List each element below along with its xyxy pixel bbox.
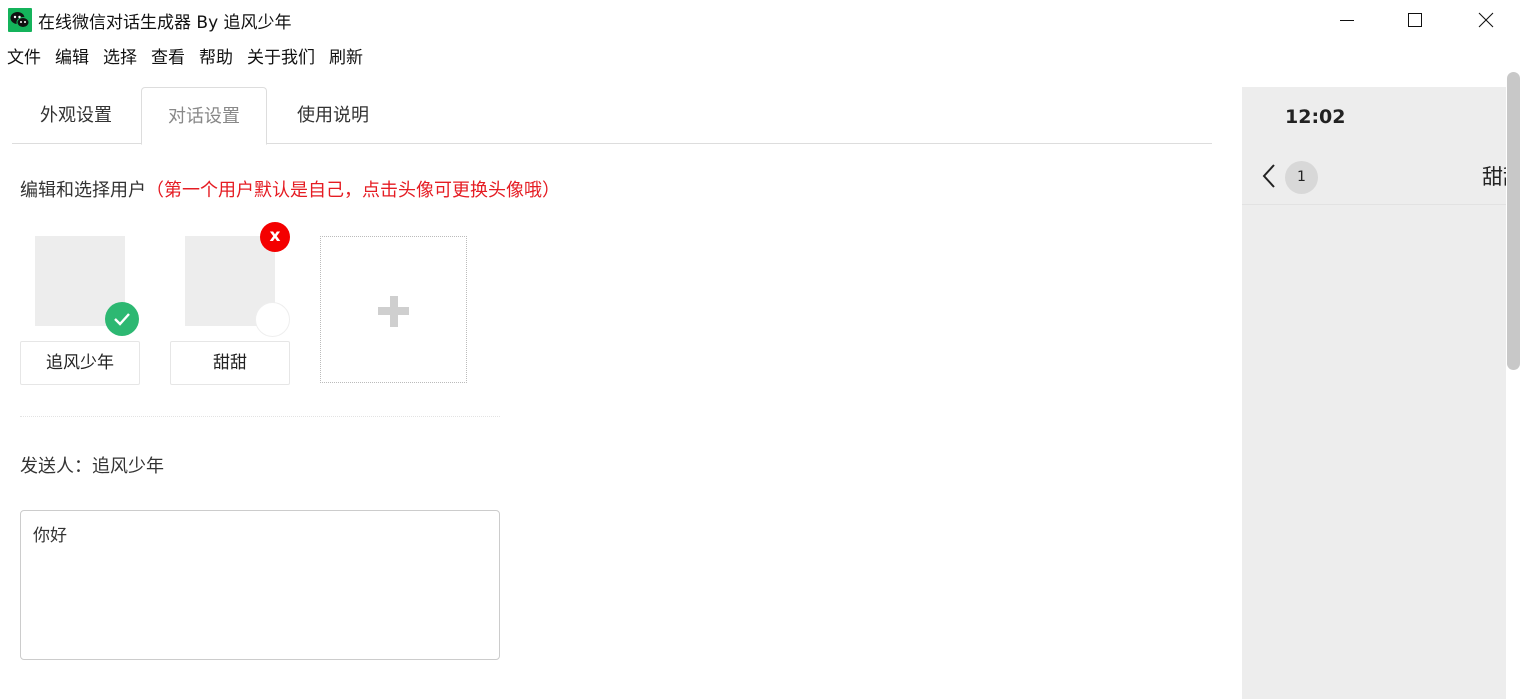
tab-dialog-settings[interactable]: 对话设置: [141, 87, 267, 145]
divider: [20, 416, 500, 417]
menu-edit[interactable]: 编辑: [55, 48, 89, 68]
tab-bar: 外观设置 对话设置 使用说明: [12, 86, 1212, 145]
sender-prefix: 发送人：: [20, 456, 92, 477]
minimize-icon: [1340, 20, 1354, 21]
tab-instructions[interactable]: 使用说明: [297, 105, 369, 126]
users-section-hint: （第一个用户默认是自己，点击头像可更换头像哦）: [146, 180, 560, 201]
chat-preview: 12:02 1 甜甜: [1242, 87, 1506, 699]
select-user-radio[interactable]: [255, 302, 290, 337]
close-icon: [1478, 12, 1494, 28]
back-chevron-icon[interactable]: [1262, 163, 1276, 189]
tab-appearance-settings[interactable]: 外观设置: [40, 105, 112, 126]
unread-count-badge: 1: [1285, 161, 1318, 194]
plus-icon: [390, 296, 398, 327]
menu-bar: 文件 编辑 选择 查看 帮助 关于我们 刷新: [0, 44, 370, 72]
maximize-icon: [1408, 13, 1422, 27]
sender-name: 追风少年: [92, 456, 164, 477]
wechat-icon: [8, 8, 32, 32]
menu-help[interactable]: 帮助: [199, 48, 233, 68]
user-name-field[interactable]: 追风少年: [20, 341, 140, 385]
close-button[interactable]: [1451, 0, 1520, 40]
selected-check-badge[interactable]: [105, 302, 139, 336]
users-section-label: 编辑和选择用户: [20, 180, 146, 201]
add-user-button[interactable]: [320, 236, 467, 383]
menu-view[interactable]: 查看: [151, 48, 185, 68]
status-bar-time: 12:02: [1285, 106, 1346, 128]
sender-label: 发送人：追风少年: [20, 452, 164, 478]
chat-title: 甜甜: [1482, 165, 1506, 189]
chat-nav-bar: 1 甜甜: [1242, 147, 1506, 205]
scrollbar-thumb[interactable]: [1507, 72, 1520, 370]
window-title: 在线微信对话生成器 By 追风少年: [38, 13, 292, 33]
delete-user-button[interactable]: x: [260, 222, 290, 252]
check-icon: [114, 313, 130, 326]
user-name-field[interactable]: 甜甜: [170, 341, 290, 385]
menu-refresh[interactable]: 刷新: [329, 48, 363, 68]
menu-select[interactable]: 选择: [103, 48, 137, 68]
menu-file[interactable]: 文件: [7, 48, 41, 68]
message-input[interactable]: 你好: [20, 510, 500, 660]
users-section-title: 编辑和选择用户（第一个用户默认是自己，点击头像可更换头像哦）: [20, 176, 560, 202]
settings-pane: 外观设置 对话设置 使用说明 编辑和选择用户（第一个用户默认是自己，点击头像可更…: [12, 86, 1212, 699]
minimize-button[interactable]: [1312, 0, 1382, 40]
maximize-button[interactable]: [1380, 0, 1450, 40]
title-bar: 在线微信对话生成器 By 追风少年: [0, 0, 1520, 40]
menu-about[interactable]: 关于我们: [247, 48, 315, 68]
